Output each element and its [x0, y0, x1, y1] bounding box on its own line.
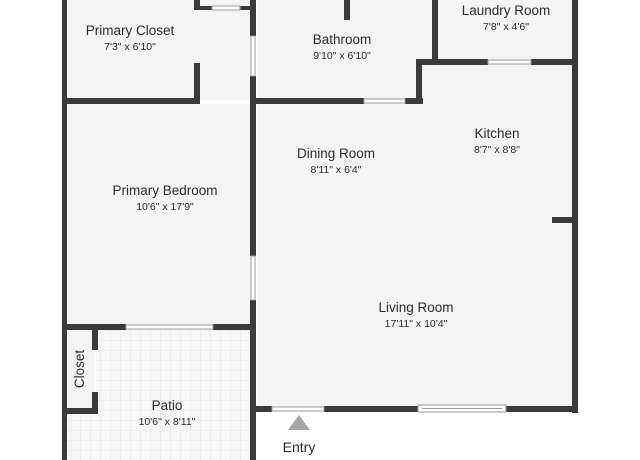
window-bedroom-lower — [250, 255, 256, 301]
dining-room-dims: 8'11" x 6'4" — [311, 164, 362, 176]
floor-patio-lower-left — [66, 412, 96, 460]
kitchen-dims: 8'7" x 8'8" — [474, 144, 520, 156]
primary-bedroom-dims: 10'6" x 17'9" — [136, 201, 194, 213]
patio-name: Patio — [152, 398, 183, 413]
laundry-room-dims: 7'8" x 4'6" — [483, 21, 529, 33]
laundry-room-name: Laundry Room — [462, 3, 551, 18]
window-bath — [363, 98, 406, 104]
floor-patio — [96, 330, 252, 460]
entry-label: Entry — [283, 439, 316, 455]
openings — [125, 5, 532, 413]
dining-room-name: Dining Room — [297, 146, 375, 161]
living-room-name: Living Room — [378, 300, 453, 315]
opening-entry — [271, 406, 325, 412]
kitchen-name: Kitchen — [474, 126, 519, 141]
floor-laundry-room — [438, 0, 574, 60]
window-top — [211, 5, 241, 11]
primary-closet-dims: 7'3" x 6'10" — [104, 41, 156, 53]
floor-primary-bedroom — [66, 104, 252, 326]
primary-closet-name: Primary Closet — [86, 23, 175, 38]
floor-kitchen-upper — [420, 64, 574, 104]
entry-arrow-icon — [288, 415, 310, 430]
opening-patio-door — [125, 324, 214, 330]
bathroom-dims: 9'10" x 6'10" — [313, 50, 371, 62]
window-laundry — [487, 59, 532, 65]
floor-main-living — [258, 104, 574, 408]
window-bedroom-side — [250, 35, 256, 77]
living-room-dims: 17'11" x 10'4" — [385, 318, 448, 330]
bathroom-name: Bathroom — [313, 32, 372, 47]
patio-dims: 10'6" x 8'11" — [139, 416, 196, 428]
floor-primary-closet — [66, 0, 252, 100]
walls — [62, 0, 578, 460]
primary-bedroom-name: Primary Bedroom — [112, 183, 217, 198]
floor-closet — [66, 330, 94, 408]
closet-name: Closet — [72, 350, 87, 389]
floor-areas — [66, 0, 574, 460]
